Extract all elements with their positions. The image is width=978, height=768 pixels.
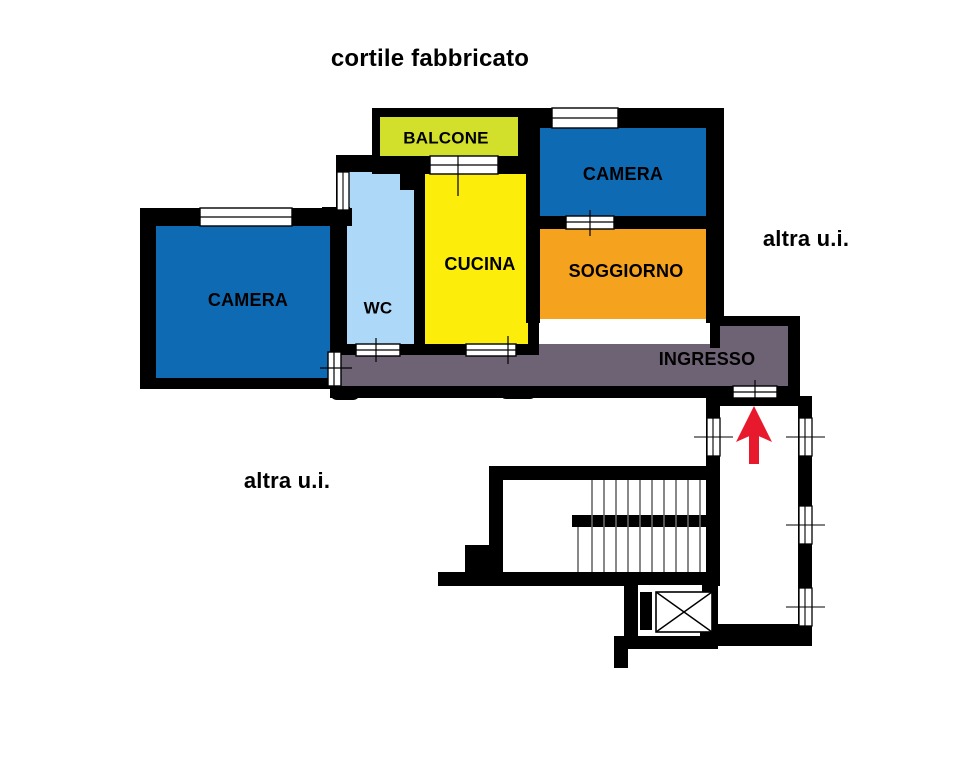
room-label-ingresso: INGRESSO xyxy=(658,349,756,369)
wall-wc-left xyxy=(336,155,347,345)
window-hall-left xyxy=(694,417,733,457)
door-ingresso-entrance xyxy=(732,380,778,404)
wall-stair-bottom-left xyxy=(438,572,638,586)
wall-cucina-left xyxy=(414,160,425,352)
wall-ingresso-bottom xyxy=(330,386,800,398)
wall-stair-mid-landing xyxy=(572,515,720,527)
wall-camera-left-bottom xyxy=(140,378,338,389)
room-fill-soggiorno xyxy=(538,225,714,319)
windows xyxy=(199,107,825,627)
room-fill-balcone xyxy=(378,115,520,160)
wall-elevator-connect xyxy=(700,624,800,636)
room-fill-cucina xyxy=(424,172,530,345)
wall-stair-left-step xyxy=(465,545,503,575)
room-label-wc: WC xyxy=(363,298,393,318)
wall-stair-bottom-right xyxy=(624,572,720,585)
wall-cucina-right xyxy=(528,160,539,352)
entrance-arrow xyxy=(736,406,772,464)
room-fill-ingresso xyxy=(340,319,794,388)
room-fill-wc xyxy=(347,170,414,345)
page-title: cortile fabbricato xyxy=(330,45,530,72)
wall-camera-soggiorno-divider xyxy=(530,216,714,229)
wall-ingresso-right xyxy=(788,316,800,398)
wall-elevator-bottom xyxy=(624,636,718,649)
wall-elevator-left xyxy=(624,578,638,648)
wall-stair-top xyxy=(489,466,719,480)
room-label-soggiorno: SOGGIORNO xyxy=(568,261,684,281)
annotation-altra-ui-right: altra u.i. xyxy=(762,226,850,251)
elevator-shaft xyxy=(655,591,713,633)
window-hall-right-2 xyxy=(786,505,825,545)
wall-balcone-right xyxy=(518,108,527,162)
door-camera-left-east xyxy=(320,351,352,387)
room-label-camera-left: CAMERA xyxy=(207,290,289,310)
wall-stair-right xyxy=(706,466,720,586)
room-label-camera-top: CAMERA xyxy=(582,164,664,184)
wall-ingresso-top-right xyxy=(710,316,800,326)
room-label-balcone: BALCONE xyxy=(403,128,489,148)
room-fill-camera-left xyxy=(155,226,330,379)
annotation-altra-ui-left: altra u.i. xyxy=(243,468,331,493)
staircase xyxy=(577,480,701,572)
wall-door-threshold-1 xyxy=(330,386,360,400)
wall-ingresso-step xyxy=(710,316,720,348)
window-hall-right-3 xyxy=(786,587,825,627)
window-camera-top xyxy=(551,107,619,129)
room-label-cucina: CUCINA xyxy=(444,254,516,274)
wall-door-threshold-2 xyxy=(500,386,536,399)
wall-camera-left-right xyxy=(330,219,340,386)
door-wc-south xyxy=(355,338,401,362)
wall-elevator-stem xyxy=(614,636,628,668)
wall-hall-top xyxy=(706,396,812,406)
window-cucina-north xyxy=(429,155,499,196)
wall-wc-notch-right xyxy=(400,168,416,190)
door-cucina-south xyxy=(465,336,517,364)
window-camera-left xyxy=(199,207,293,227)
room-fill-camera-top xyxy=(538,127,714,221)
door-camera-soggiorno xyxy=(565,210,615,236)
walls xyxy=(140,108,812,668)
room-fills xyxy=(155,115,794,388)
window-wc-north xyxy=(336,171,350,211)
wall-balcone-left xyxy=(372,108,380,162)
wall-balcone-top xyxy=(372,108,526,117)
window-hall-right-1 xyxy=(786,417,825,457)
wall-right-upper xyxy=(706,108,724,323)
wall-camera-left-outer-jog xyxy=(140,208,156,276)
wall-elevator-door xyxy=(640,592,652,630)
